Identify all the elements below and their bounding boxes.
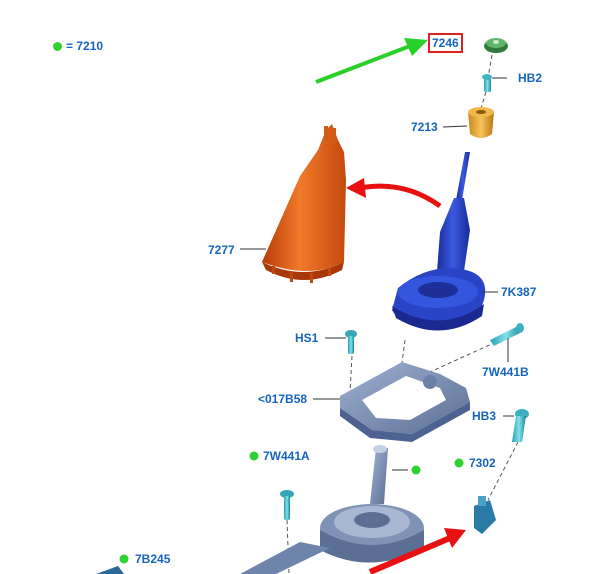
legend-marker <box>53 42 62 51</box>
screw-hb3 <box>512 409 529 442</box>
shift-boot-7277 <box>262 124 346 283</box>
green-dot-marker <box>119 451 464 564</box>
callout-7k387: 7K387 <box>501 285 537 299</box>
screw-hs1 <box>345 330 357 354</box>
callout-7b245: 7B245 <box>135 552 171 566</box>
bushing-7213 <box>468 107 494 138</box>
callout-7302: 7302 <box>469 456 496 470</box>
shift-lever-7k387 <box>392 152 486 331</box>
callout-7277: 7277 <box>208 243 235 257</box>
red-arrow <box>346 178 442 209</box>
green-arrow <box>315 38 428 84</box>
bolt-7w441b <box>490 323 524 346</box>
legend-text: = 7210 <box>66 39 104 53</box>
callout-7w441b: 7W441B <box>482 365 529 379</box>
callout-7213: 7213 <box>411 120 438 134</box>
bolt-7w441a <box>280 490 294 520</box>
bracket-017b58 <box>340 362 470 442</box>
red-arrow <box>368 528 466 574</box>
callout-017b58: <017B58 <box>258 392 308 406</box>
callout-hb2: HB2 <box>518 71 543 85</box>
shift-lock-7302 <box>474 496 496 534</box>
callout-7w441a: 7W441A <box>263 449 310 463</box>
callout-hb3: HB3 <box>472 409 497 423</box>
screw-hb2 <box>482 74 492 92</box>
lower-shifter-housing <box>96 445 424 574</box>
shift-knob-7246 <box>484 38 508 53</box>
callout-hs1: HS1 <box>295 331 319 345</box>
callout-7246: 7246 <box>428 33 463 53</box>
